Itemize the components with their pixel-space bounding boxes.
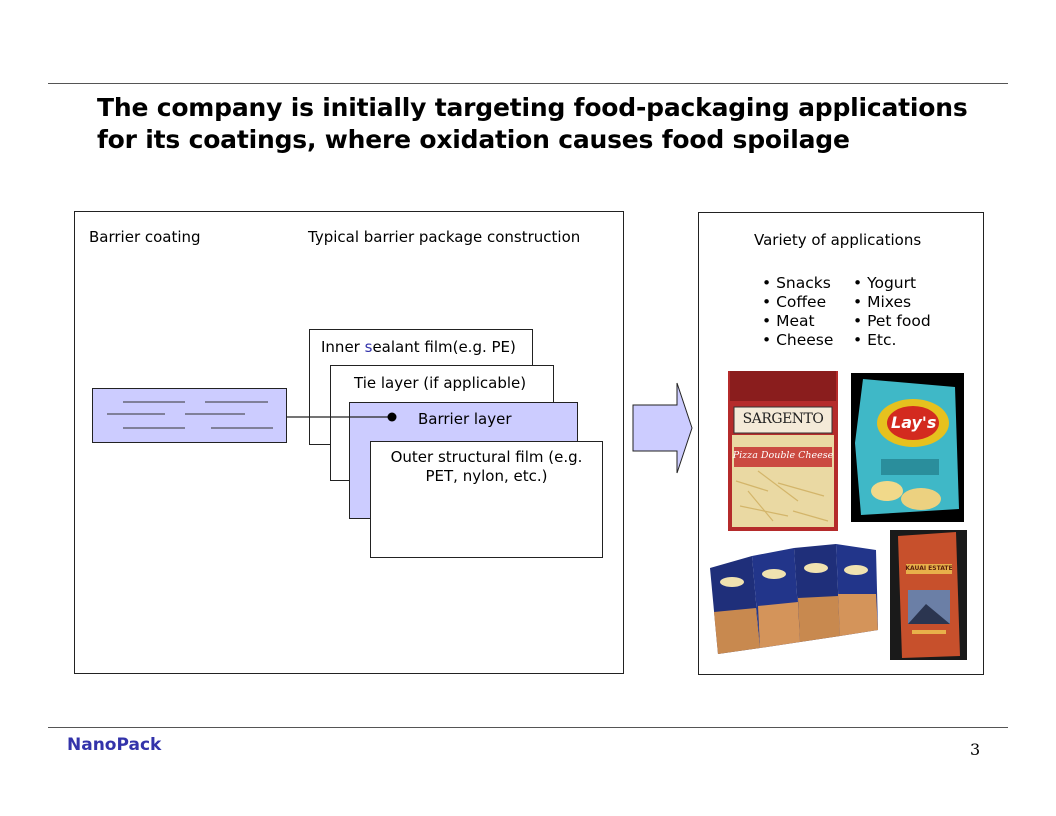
applications-heading: Variety of applications [754, 231, 922, 249]
outer-structural-label: Outer structural film (e.g. PET, nylon, … [390, 448, 583, 485]
bottom-divider [48, 727, 1008, 728]
list-item: • Mixes [853, 293, 912, 311]
barrier-layer-label: Barrier layer [418, 410, 512, 428]
list-item: • Yogurt [853, 274, 917, 292]
applications-list-right: • Yogurt • Mixes • Pet food • Etc. [853, 274, 931, 350]
chips-bag-image: Lay's [851, 373, 964, 522]
footer-brand: NanoPack [67, 735, 162, 755]
list-item: • Cheese [762, 331, 834, 349]
cheese-brand-label: SARGENTO [742, 411, 824, 427]
list-item: • Coffee [762, 293, 827, 311]
tie-layer-label: Tie layer (if applicable) [354, 374, 527, 392]
coffee-bag-image: KAUAI ESTATE [890, 530, 967, 660]
inner-sealant-label-start: Inner [321, 338, 365, 356]
package-construction-panel: Barrier coating Typical barrier package … [74, 211, 624, 674]
list-item: • Etc. [853, 331, 897, 349]
list-item: • Snacks [762, 274, 831, 292]
outer-structural-layer: Outer structural film (e.g. PET, nylon, … [370, 441, 603, 558]
top-divider [48, 83, 1008, 84]
inner-sealant-label-highlight: s [364, 338, 373, 356]
inner-sealant-label: Inner sealant film(e.g. PE) [321, 338, 516, 356]
peanut-bags-image [708, 538, 880, 656]
inner-sealant-label-end: ealant film(e.g. PE) [372, 338, 516, 356]
coffee-brand-label: KAUAI ESTATE [905, 565, 953, 572]
construction-label: Typical barrier package construction [308, 228, 581, 246]
coffee-bag-graphic [898, 532, 960, 658]
list-item: • Pet food [853, 312, 931, 330]
page-number: 3 [970, 740, 981, 759]
cheese-product-label: Pizza Double Cheese [732, 450, 834, 461]
chips-brand-label: Lay's [891, 413, 937, 432]
cheese-package-image: SARGENTO Pizza Double Cheese [728, 371, 838, 531]
list-item: • Meat [762, 312, 815, 330]
applications-list-left: • Snacks • Coffee • Meat • Cheese [762, 274, 833, 350]
cheese-package-graphic [728, 371, 838, 531]
barrier-coating-label: Barrier coating [89, 228, 201, 246]
coating-lines-graphic [107, 401, 273, 429]
right-arrow-icon [632, 382, 693, 474]
title-line-1: The company is initially targeting food-… [97, 93, 968, 122]
peanut-bags-graphic [710, 544, 878, 654]
title-line-2: for its coatings, where oxidation causes… [97, 125, 850, 154]
barrier-coating-illustration [92, 388, 287, 443]
chips-bag-graphic [855, 379, 959, 515]
slide-title: The company is initially targeting food-… [97, 92, 977, 156]
